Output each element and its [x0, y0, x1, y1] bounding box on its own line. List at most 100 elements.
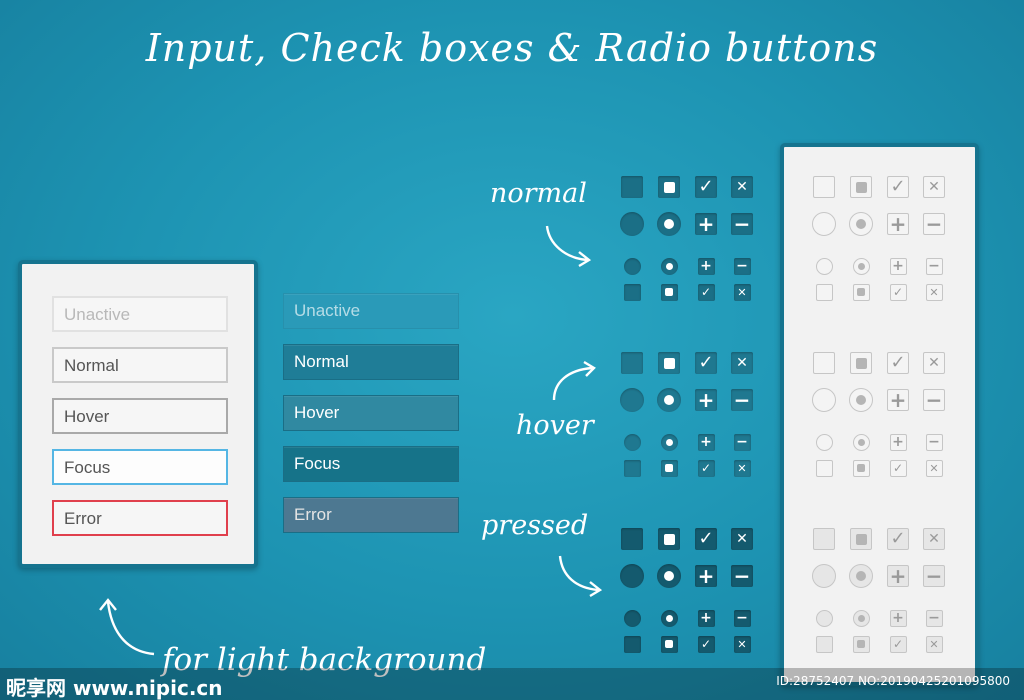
pressed-dark-small-radio[interactable]: [623, 609, 641, 627]
normal-light-small-checkbox-x[interactable]: ✕: [925, 283, 943, 301]
pressed-dark-checkbox-checked[interactable]: ✓: [695, 528, 717, 550]
hover-light-small-checkbox-checked[interactable]: ✓: [889, 459, 907, 477]
pressed-light-small-plus-icon[interactable]: +: [889, 609, 907, 627]
pressed-dark-small-checkbox[interactable]: [623, 635, 641, 653]
hover-light-small-minus-icon[interactable]: −: [925, 433, 943, 451]
pressed-light-small-minus-icon[interactable]: −: [925, 609, 943, 627]
hover-dark-minus-icon[interactable]: −: [731, 389, 753, 411]
hover-dark-plus-icon[interactable]: +: [695, 389, 717, 411]
normal-dark-checkbox[interactable]: [621, 176, 643, 198]
pressed-light-checkbox-x[interactable]: ✕: [923, 528, 945, 550]
pressed-light-small-radio-filled[interactable]: [852, 609, 870, 627]
pressed-light-checkbox-filled[interactable]: [850, 528, 872, 550]
normal-light-small-checkbox[interactable]: [815, 283, 833, 301]
input-focus-light[interactable]: Focus: [52, 449, 228, 485]
pressed-dark-checkbox-filled[interactable]: [658, 528, 680, 550]
pressed-light-checkbox-checked[interactable]: ✓: [887, 528, 909, 550]
normal-dark-small-minus-icon[interactable]: −: [733, 257, 751, 275]
normal-dark-radio-filled[interactable]: [657, 212, 681, 236]
normal-light-checkbox-checked[interactable]: ✓: [887, 176, 909, 198]
hover-dark-checkbox[interactable]: [621, 352, 643, 374]
normal-light-checkbox[interactable]: [813, 176, 835, 198]
hover-light-checkbox[interactable]: [813, 352, 835, 374]
pressed-light-small-checkbox-filled[interactable]: [852, 635, 870, 653]
normal-light-small-plus-icon[interactable]: +: [889, 257, 907, 275]
input-hover-dark[interactable]: Hover: [283, 395, 459, 431]
hover-light-small-checkbox-x[interactable]: ✕: [925, 459, 943, 477]
normal-dark-small-checkbox-filled[interactable]: [660, 283, 678, 301]
pressed-dark-checkbox[interactable]: [621, 528, 643, 550]
hover-dark-checkbox-x[interactable]: ✕: [731, 352, 753, 374]
hover-dark-small-checkbox[interactable]: [623, 459, 641, 477]
normal-light-minus-icon[interactable]: −: [923, 213, 945, 235]
hover-light-radio[interactable]: [812, 388, 836, 412]
hover-dark-small-checkbox-x[interactable]: ✕: [733, 459, 751, 477]
hover-light-checkbox-filled[interactable]: [850, 352, 872, 374]
hover-dark-small-minus-icon[interactable]: −: [733, 433, 751, 451]
normal-dark-plus-icon[interactable]: +: [695, 213, 717, 235]
normal-dark-small-checkbox[interactable]: [623, 283, 641, 301]
normal-light-checkbox-filled[interactable]: [850, 176, 872, 198]
hover-dark-small-radio-filled[interactable]: [660, 433, 678, 451]
input-error-light[interactable]: Error: [52, 500, 228, 536]
pressed-dark-small-checkbox-checked[interactable]: ✓: [697, 635, 715, 653]
normal-dark-small-radio[interactable]: [623, 257, 641, 275]
pressed-dark-small-minus-icon[interactable]: −: [733, 609, 751, 627]
pressed-dark-minus-icon[interactable]: −: [731, 565, 753, 587]
hover-dark-checkbox-filled[interactable]: [658, 352, 680, 374]
normal-dark-small-checkbox-x[interactable]: ✕: [733, 283, 751, 301]
hover-light-small-radio-filled[interactable]: [852, 433, 870, 451]
pressed-light-plus-icon[interactable]: +: [887, 565, 909, 587]
normal-light-small-checkbox-filled[interactable]: [852, 283, 870, 301]
hover-light-checkbox-x[interactable]: ✕: [923, 352, 945, 374]
normal-light-small-minus-icon[interactable]: −: [925, 257, 943, 275]
normal-dark-checkbox-x[interactable]: ✕: [731, 176, 753, 198]
pressed-light-radio-filled[interactable]: [849, 564, 873, 588]
normal-dark-small-checkbox-checked[interactable]: ✓: [697, 283, 715, 301]
hover-dark-small-checkbox-filled[interactable]: [660, 459, 678, 477]
normal-light-radio-filled[interactable]: [849, 212, 873, 236]
input-error-dark[interactable]: Error: [283, 497, 459, 533]
normal-dark-radio[interactable]: [620, 212, 644, 236]
normal-light-small-radio[interactable]: [815, 257, 833, 275]
input-normal-dark[interactable]: Normal: [283, 344, 459, 380]
hover-dark-small-radio[interactable]: [623, 433, 641, 451]
hover-dark-checkbox-checked[interactable]: ✓: [695, 352, 717, 374]
normal-light-plus-icon[interactable]: +: [887, 213, 909, 235]
normal-dark-checkbox-filled[interactable]: [658, 176, 680, 198]
input-hover-light[interactable]: Hover: [52, 398, 228, 434]
pressed-light-checkbox[interactable]: [813, 528, 835, 550]
hover-light-radio-filled[interactable]: [849, 388, 873, 412]
pressed-light-small-checkbox-checked[interactable]: ✓: [889, 635, 907, 653]
hover-light-small-radio[interactable]: [815, 433, 833, 451]
pressed-light-small-checkbox-x[interactable]: ✕: [925, 635, 943, 653]
pressed-dark-checkbox-x[interactable]: ✕: [731, 528, 753, 550]
pressed-dark-small-plus-icon[interactable]: +: [697, 609, 715, 627]
pressed-dark-small-checkbox-x[interactable]: ✕: [733, 635, 751, 653]
normal-dark-small-radio-filled[interactable]: [660, 257, 678, 275]
hover-light-checkbox-checked[interactable]: ✓: [887, 352, 909, 374]
normal-light-checkbox-x[interactable]: ✕: [923, 176, 945, 198]
pressed-dark-small-checkbox-filled[interactable]: [660, 635, 678, 653]
pressed-dark-small-radio-filled[interactable]: [660, 609, 678, 627]
pressed-light-radio[interactable]: [812, 564, 836, 588]
pressed-light-small-checkbox[interactable]: [815, 635, 833, 653]
hover-dark-radio[interactable]: [620, 388, 644, 412]
normal-light-small-radio-filled[interactable]: [852, 257, 870, 275]
normal-dark-small-plus-icon[interactable]: +: [697, 257, 715, 275]
normal-dark-checkbox-checked[interactable]: ✓: [695, 176, 717, 198]
input-focus-dark[interactable]: Focus: [283, 446, 459, 482]
hover-light-minus-icon[interactable]: −: [923, 389, 945, 411]
hover-light-small-checkbox[interactable]: [815, 459, 833, 477]
input-normal-light[interactable]: Normal: [52, 347, 228, 383]
pressed-light-small-radio[interactable]: [815, 609, 833, 627]
hover-light-small-plus-icon[interactable]: +: [889, 433, 907, 451]
normal-dark-minus-icon[interactable]: −: [731, 213, 753, 235]
hover-dark-radio-filled[interactable]: [657, 388, 681, 412]
normal-light-radio[interactable]: [812, 212, 836, 236]
pressed-dark-radio[interactable]: [620, 564, 644, 588]
hover-dark-small-checkbox-checked[interactable]: ✓: [697, 459, 715, 477]
hover-dark-small-plus-icon[interactable]: +: [697, 433, 715, 451]
normal-light-small-checkbox-checked[interactable]: ✓: [889, 283, 907, 301]
pressed-light-minus-icon[interactable]: −: [923, 565, 945, 587]
